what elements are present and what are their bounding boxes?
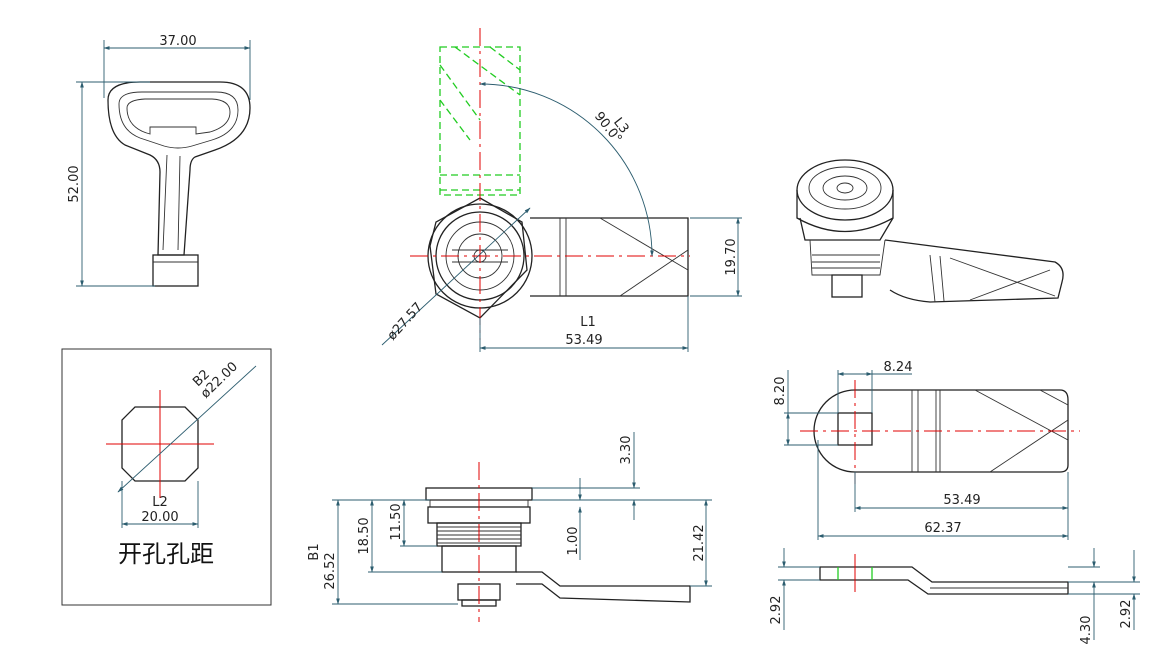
cutout-caption: 开孔孔距 [118, 540, 214, 568]
key-width-dim: 37.00 [159, 34, 196, 49]
top-square-w-dim: 8.24 [884, 360, 913, 375]
l1-label: L1 [580, 315, 596, 330]
l2-label: L2 [152, 495, 168, 510]
top-length-dim: 53.49 [943, 493, 980, 508]
key-view: 37.00 52.00 [67, 34, 251, 287]
side-thread-dim: 11.50 [389, 503, 404, 540]
side-gap-dim: 1.00 [566, 527, 581, 556]
cutout-width-dim: 20.00 [141, 510, 178, 525]
side-total-dim: 26.52 [323, 552, 338, 589]
front-height-dim: 19.70 [724, 238, 739, 275]
top-view: 8.24 8.20 53.49 62.37 [773, 360, 1080, 540]
front-view: L3 90.0° 19.70 L1 53.49 ø27.57 [381, 28, 742, 352]
b1-label: B1 [307, 543, 322, 560]
isometric-view [796, 159, 1064, 303]
front-length-dim: 53.49 [565, 333, 602, 348]
cam-offset-dim: 4.30 [1079, 616, 1094, 645]
side-body-dim: 18.50 [357, 517, 372, 554]
key-height-dim: 52.00 [67, 165, 82, 202]
side-view: 3.30 1.00 21.42 11.50 18.50 26.52 B1 [307, 432, 712, 622]
top-square-h-dim: 8.20 [773, 377, 788, 406]
side-top-offset-dim: 3.30 [619, 436, 634, 465]
cam-right-thk-dim: 2.92 [1119, 600, 1134, 629]
cutout-view: B2 ø22.00 L2 20.00 开孔孔距 [61, 348, 272, 606]
front-diameter-dim: ø27.57 [385, 300, 426, 344]
cam-side-view: 2.92 4.30 2.92 [769, 548, 1140, 644]
side-right-dim: 21.42 [692, 524, 707, 561]
top-overall-dim: 62.37 [924, 521, 961, 536]
cam-left-thk-dim: 2.92 [769, 596, 784, 625]
